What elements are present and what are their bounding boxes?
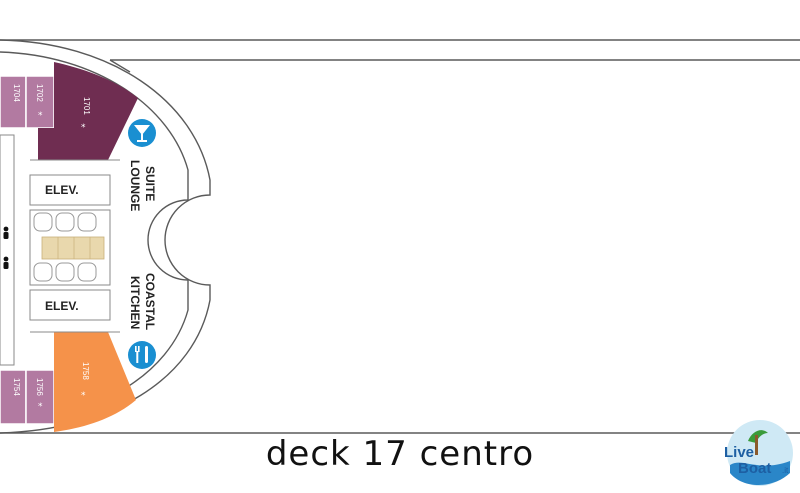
elevator-shafts xyxy=(33,212,97,282)
cabin-1756-label: 1756 xyxy=(35,378,44,396)
cabin-1704[interactable] xyxy=(0,75,27,129)
cabin-1754[interactable] xyxy=(0,369,27,425)
cabin-1701-label: 1701 xyxy=(82,97,91,115)
cabin-1756-marker: * xyxy=(38,402,43,412)
cabin-1758[interactable] xyxy=(54,332,136,432)
svg-text:Live: Live xyxy=(724,444,754,461)
cabin-1701[interactable] xyxy=(38,62,138,160)
elevator-label-top: ELEV. xyxy=(45,183,79,197)
svg-text:.it: .it xyxy=(782,466,789,475)
coastal-kitchen-label-line2: KITCHEN xyxy=(128,276,142,329)
stairway xyxy=(41,236,105,260)
svg-text:Boat: Boat xyxy=(738,460,771,477)
restroom-icon xyxy=(3,226,9,269)
cabin-1701-marker: * xyxy=(81,123,86,133)
cabin-1756[interactable] xyxy=(25,369,55,425)
cabin-1702-label: 1702 xyxy=(35,84,44,102)
cabin-1758-marker: * xyxy=(81,391,86,401)
deck-caption: deck 17 centro xyxy=(265,434,535,474)
interior-walls xyxy=(0,134,120,366)
cabin-1754-label: 1754 xyxy=(12,378,21,396)
cutlery-icon xyxy=(128,341,156,369)
cabin-1758-label: 1758 xyxy=(81,362,90,380)
suite-lounge-label-line2: LOUNGE xyxy=(128,160,142,211)
elevator-label-bottom: ELEV. xyxy=(45,299,79,313)
cocktail-icon xyxy=(128,119,156,147)
cabin-1702-marker: * xyxy=(38,111,43,121)
suite-lounge-label-line1: SUITE xyxy=(143,166,157,201)
hull-outline xyxy=(0,39,800,434)
cabin-1704-label: 1704 xyxy=(12,84,21,102)
coastal-kitchen-label-line1: COASTAL xyxy=(143,273,157,330)
liveboat-logo[interactable]: Live Boat .it xyxy=(718,413,798,491)
